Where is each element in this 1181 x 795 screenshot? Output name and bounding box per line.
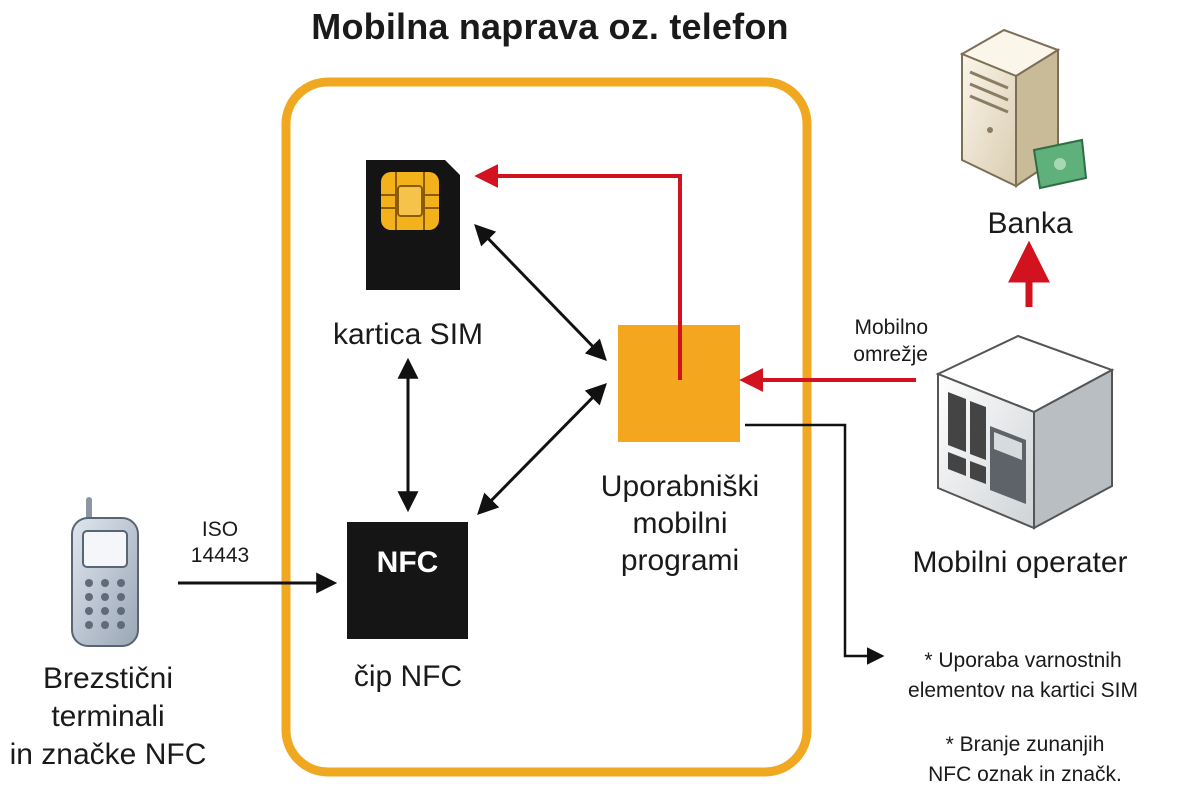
apps-label-line-2: mobilni <box>632 507 728 540</box>
network-label: Mobilno omrežje <box>790 314 928 368</box>
nfc-chip-text: NFC <box>376 546 439 579</box>
note-security-elements: * Uporaba varnostnih elementov na kartic… <box>870 646 1176 706</box>
arrow-apps-notes <box>745 423 885 665</box>
sim-label: kartica SIM <box>332 318 484 351</box>
network-label-line-1: Mobilno <box>854 316 928 339</box>
terminal-label-line-1: Brezstični <box>42 662 174 695</box>
apps-label: Uporabniški mobilni programi <box>570 468 790 579</box>
terminal-label-line-2: terminali <box>51 700 165 733</box>
diagram-title: Mobilna naprava oz. telefon <box>311 6 789 47</box>
apps-label-line-1: Uporabniški <box>600 470 760 503</box>
arrow-nfc-apps <box>477 383 607 515</box>
apps-label-line-3: programi <box>620 544 740 577</box>
note-1-line-1: * Uporaba varnostnih <box>924 649 1122 672</box>
operator-server-icon <box>935 334 1115 530</box>
phone-icon <box>71 497 139 647</box>
bank-server-icon <box>959 28 1088 190</box>
iso-label-line-1: ISO <box>201 518 239 541</box>
bank-label: Banka <box>987 207 1073 240</box>
red-arrow-apps-sim <box>474 164 682 380</box>
nfc-chip <box>347 522 468 639</box>
nfc-chip-label: čip NFC <box>353 660 463 693</box>
note-reading-tags: * Branje zunanjih NFC oznak in značk. <box>880 730 1170 790</box>
iso-label: ISO 14443 <box>170 517 270 569</box>
note-2-line-1: * Branje zunanjih <box>945 733 1105 756</box>
terminal-label: Brezstični terminali in značke NFC <box>0 660 216 774</box>
operator-label: Mobilni operater <box>912 546 1128 579</box>
note-1-line-2: elementov na kartici SIM <box>908 679 1138 702</box>
iso-label-line-2: 14443 <box>190 544 250 567</box>
network-label-line-2: omrežje <box>853 343 928 366</box>
phone-frame <box>281 77 812 777</box>
terminal-label-line-3: in značke NFC <box>9 738 207 771</box>
note-2-line-2: NFC oznak in značk. <box>928 763 1122 786</box>
sim-card-icon <box>366 160 460 290</box>
arrow-sim-apps <box>474 223 607 362</box>
